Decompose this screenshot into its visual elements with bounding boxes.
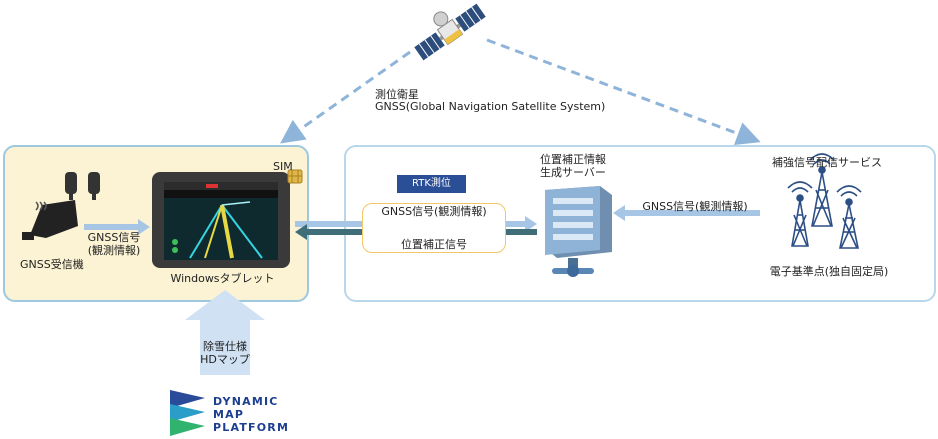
station-to-server-arrow (613, 205, 760, 221)
sim-card-icon (287, 169, 303, 184)
station-signal-label: GNSS信号(観測情報) (642, 200, 748, 213)
dynamic-map-platform-logo (170, 390, 205, 436)
satellite-icon (414, 3, 486, 61)
tablet-label: Windowsタブレット (170, 272, 275, 285)
reference-station-icon (787, 153, 862, 249)
gnss-receiver-icon (22, 172, 100, 240)
receiver-to-tablet-arrow (84, 219, 150, 235)
service-title: 補強信号配信サービス (772, 156, 882, 169)
station-label: 電子基準点(独自固定局) (769, 265, 889, 278)
server-title-1: 位置補正情報 (540, 153, 606, 166)
gnss-signal-label: GNSS信号(観測情報) (381, 205, 487, 218)
server-icon (545, 186, 612, 277)
satellite-to-vehicle-arrow (280, 50, 411, 144)
receiver-label: GNSS受信機 (20, 258, 84, 271)
hd-map-label-1: 除雪仕様 (203, 340, 247, 353)
hd-map-label-2: HDマップ (200, 353, 250, 366)
satellite-subtitle: GNSS(Global Navigation Satellite System) (375, 100, 606, 113)
logo-line-2: MAP (213, 408, 245, 421)
satellite-to-station-arrow (486, 38, 761, 145)
signal-box (362, 203, 506, 253)
server-title-2: 生成サーバー (540, 166, 606, 179)
logo-line-1: DYNAMIC (213, 395, 279, 408)
correction-signal-label: 位置補正信号 (401, 238, 467, 251)
satellite-title: 測位衛星 (375, 88, 419, 101)
receiver-signal-label-2: (観測情報) (87, 244, 141, 257)
logo-text: DYNAMIC MAP PLATFORM (213, 395, 289, 434)
rtk-badge: RTK測位 (397, 175, 466, 193)
windows-tablet (152, 172, 290, 268)
receiver-signal-label-1: GNSS信号 (87, 231, 141, 244)
logo-line-3: PLATFORM (213, 421, 290, 434)
hd-map-input-arrow (185, 290, 265, 375)
sim-label: SIM (273, 160, 293, 173)
